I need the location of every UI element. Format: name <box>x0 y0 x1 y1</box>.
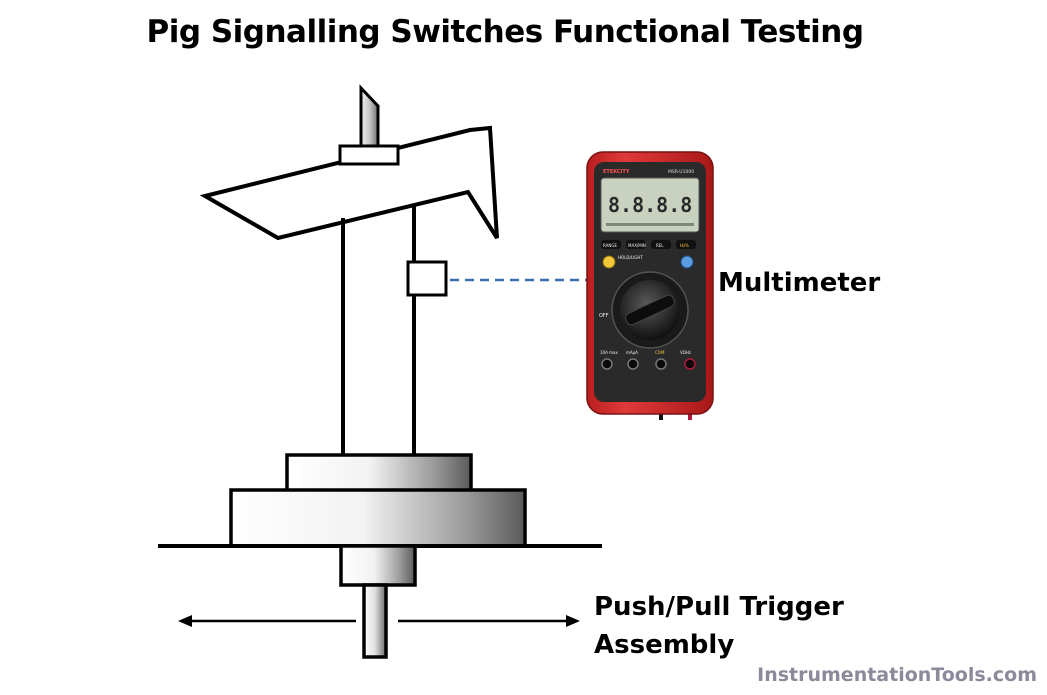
maxmin-button[interactable] <box>626 240 646 249</box>
multimeter-device: ETEKCITY MSR-U1000 8.8.8.8 RANGE MAX/MIN… <box>586 151 714 420</box>
jack-v[interactable] <box>684 358 696 370</box>
port-v-label: VΩHz <box>680 350 691 355</box>
maxmin-label: MAX/MIN <box>628 243 646 248</box>
hz-button[interactable] <box>676 240 696 249</box>
upper-housing <box>285 453 473 493</box>
trigger-assembly-label: Push/Pull Trigger Assembly <box>594 588 844 664</box>
push-pull-arrows <box>178 615 580 627</box>
lower-housing <box>229 488 527 548</box>
lcd-bargraph <box>606 223 694 226</box>
arrow-left-icon <box>178 615 192 627</box>
port-ma-label: mAµA <box>626 350 638 355</box>
meter-lcd <box>600 177 700 233</box>
multimeter-label: Multimeter <box>718 268 881 298</box>
hold-light-button[interactable] <box>602 255 616 269</box>
diagram-title: Pig Signalling Switches Functional Testi… <box>146 14 864 50</box>
meter-model: MSR-U1000 <box>668 169 694 175</box>
rel-label: REL <box>656 243 664 248</box>
jack-ma[interactable] <box>627 358 639 370</box>
signal-flag <box>199 125 499 241</box>
input-jacks: 10A max mAµA COM VΩHz <box>600 350 696 370</box>
rel-button[interactable] <box>651 240 671 249</box>
jack-10a[interactable] <box>601 358 613 370</box>
arrow-right-icon <box>566 615 580 627</box>
signalling-switch <box>406 260 448 297</box>
hold-light-label: HOLD/LIGHT <box>618 255 643 260</box>
watermark: InstrumentationTools.com <box>757 664 1037 686</box>
meter-brand: ETEKCITY <box>603 169 630 175</box>
trigger-label-line2: Assembly <box>594 630 735 660</box>
port-10a-label: 10A max <box>600 350 618 355</box>
port-com-label: COM <box>655 350 665 355</box>
select-button[interactable] <box>680 255 694 269</box>
trigger-label-line1: Push/Pull Trigger <box>594 592 844 622</box>
indicator-stem <box>359 84 380 150</box>
pivot-collar <box>338 144 400 166</box>
knob-pointer <box>625 294 675 326</box>
jack-com[interactable] <box>655 358 667 370</box>
hz-label: Hz% <box>680 243 689 248</box>
range-label: RANGE <box>603 243 617 248</box>
support-rods <box>341 205 416 456</box>
off-label: OFF <box>599 313 609 319</box>
function-buttons: RANGE MAX/MIN REL Hz% <box>601 240 696 249</box>
trigger-neck <box>339 544 417 587</box>
lcd-readout: 8.8.8.8 <box>608 193 692 217</box>
range-button[interactable] <box>601 240 621 249</box>
trigger-rod <box>362 583 388 659</box>
